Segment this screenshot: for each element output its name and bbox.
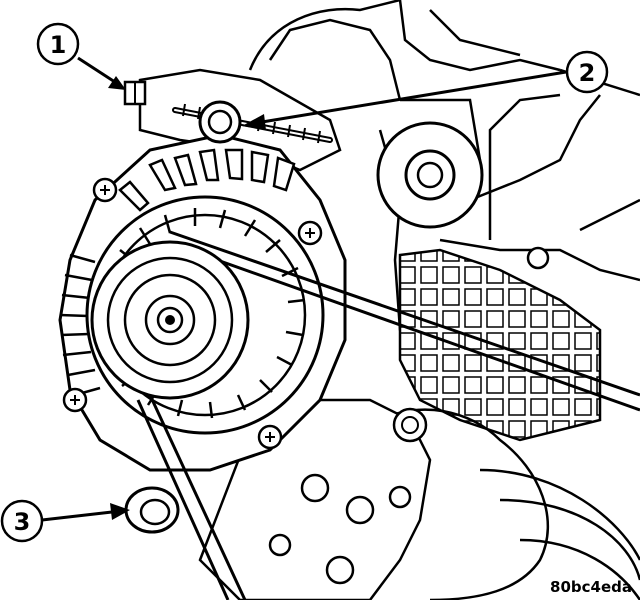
- arrow-icon: [108, 76, 126, 90]
- alternator-pulley: [90, 240, 250, 400]
- callout-3-label: 3: [14, 508, 31, 536]
- callout-2-label: 2: [579, 59, 596, 87]
- figure-code: 80bc4eda: [550, 578, 632, 596]
- callout-1-label: 1: [50, 31, 67, 59]
- arrow-icon: [242, 114, 266, 130]
- callout-1: 1: [36, 22, 126, 90]
- pivot-bolt: [124, 486, 180, 534]
- callout-3: 3: [0, 499, 130, 543]
- callout-2: 2: [242, 50, 609, 130]
- lower-housing: [379, 408, 640, 600]
- arrow-icon: [110, 503, 130, 520]
- drive-belt: [136, 230, 640, 600]
- locking-bolt: [198, 100, 242, 144]
- idler-pulley: [376, 121, 550, 270]
